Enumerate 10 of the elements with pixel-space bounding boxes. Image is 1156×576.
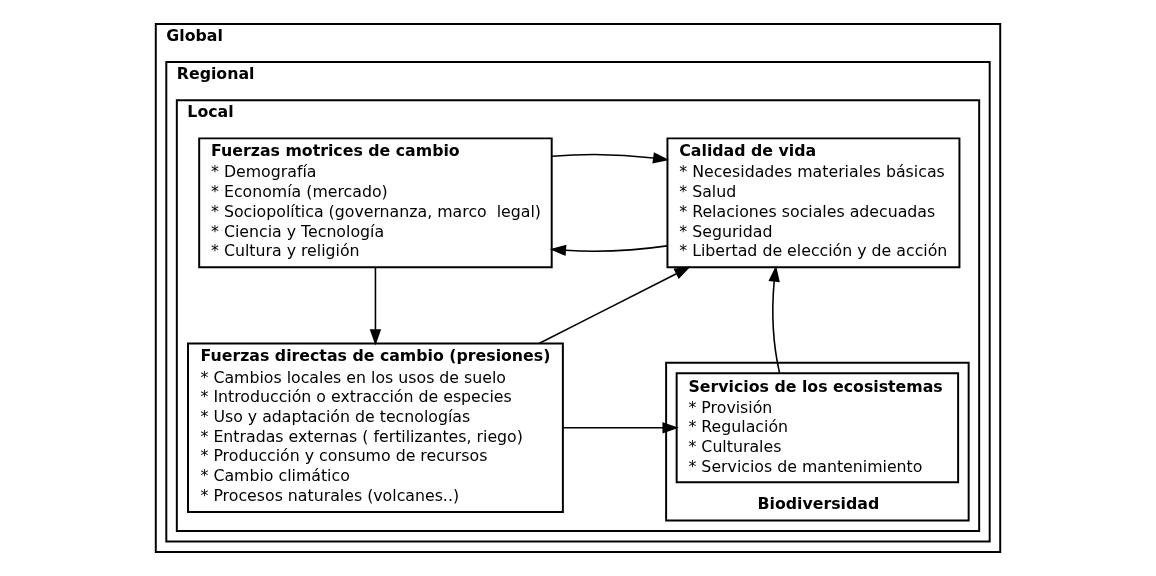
node-box: Fuerzas motrices de cambio * Demografía * Economía (mercado) * Sociopolítica (governanza, marco legal) * Ciencia y Tecnología * Cultura y religión [198,137,553,269]
arrow [538,266,691,345]
arrow [551,152,670,164]
node-box: Calidad de vida * Necesidades materiales básicas * Salud * Relaciones sociales adecuadas * Seguridad * Libertad de elección y de acción [666,137,961,269]
arrow [369,267,382,346]
node-box: Fuerzas directas de cambio (presiones) * Cambios locales en los usos de suelo * Introducción o extracción de especies * Uso y adaptación de tecnologías * Entradas externas ( fertilizantes, riego) * Producción y consumo de recursos * Cambio climático * Procesos naturales (volcanes..) [187,342,564,513]
arrow [562,422,679,434]
arrow [768,265,781,374]
node-box: Servicios de los ecosistemas * Provisión * Regulación * Culturales * Servicios de mantenimiento [675,372,960,484]
arrow [549,244,668,257]
